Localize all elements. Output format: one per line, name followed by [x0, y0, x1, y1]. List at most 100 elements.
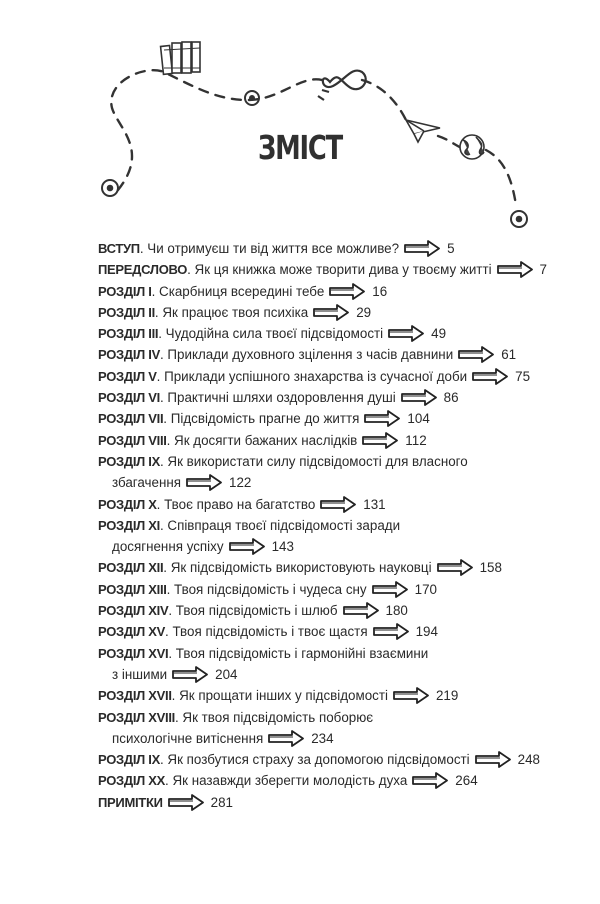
- infinity-icon: [317, 69, 367, 101]
- toc-entry-label: РОЗДІЛ XII: [98, 560, 164, 576]
- toc-entry-title: Скарбниця всередині тебе: [159, 283, 325, 299]
- toc-entry-continuation-text: досягнення успіху: [112, 539, 224, 555]
- toc-page-number: 170: [414, 581, 437, 597]
- toc-page-number: 204: [215, 666, 238, 682]
- toc-entry-title: Як ця книжка може творити дива у твоєму …: [194, 262, 492, 278]
- toc-entry: РОЗДІЛ VII. Підсвідомість прагне до житт…: [98, 410, 430, 428]
- toc-page-number: 112: [405, 432, 427, 448]
- toc-entry-title: Приклади успішного знахарства із сучасно…: [164, 368, 468, 384]
- toc-entry-title: Як позбутися страху за допомогою підсвід…: [167, 752, 470, 768]
- toc-entry: ПЕРЕДСЛОВО. Як ця книжка може творити ди…: [98, 261, 547, 279]
- toc-entry-title: Як назавжди зберегти молодість духа: [172, 773, 408, 789]
- toc-entry-title: Як використати силу підсвідомості для вл…: [167, 453, 468, 469]
- toc-entry-label: РОЗДІЛ І: [98, 283, 152, 299]
- toc-entry-label: РОЗДІЛ IX: [98, 752, 160, 768]
- toc-entry: РОЗДІЛ XVIII. Як твоя підсвідомість побо…: [98, 707, 568, 750]
- arrow-icon: [436, 559, 473, 577]
- toc-entry: РОЗДІЛ XIII. Твоя підсвідомість і чудеса…: [98, 580, 437, 598]
- toc-entry-label: РОЗДІЛ XIV: [98, 603, 169, 619]
- toc-entry-label: РОЗДІЛ ІІІ: [98, 326, 159, 342]
- toc-entry-continuation-text: з іншими: [112, 666, 168, 682]
- arrow-icon: [412, 772, 449, 790]
- toc-page-number: 61: [501, 347, 517, 363]
- toc-entry: РОЗДІЛ IX. Як позбутися страху за допомо…: [98, 751, 540, 769]
- arrow-icon: [388, 325, 425, 343]
- toc-entry-label: РОЗДІЛ IX: [98, 453, 160, 469]
- globe-icon: [459, 134, 485, 160]
- toc-page-number: 194: [415, 624, 438, 640]
- target-icon: [244, 90, 260, 106]
- toc-entry-continuation-text: збагачення: [112, 475, 182, 491]
- arrow-icon: [228, 538, 265, 556]
- arrow-icon: [393, 687, 429, 705]
- arrow-icon: [371, 580, 408, 598]
- toc-entry: РОЗДІЛ XI. Співпраця твоєї підсвідомості…: [98, 515, 568, 558]
- toc-entry: РОЗДІЛ VI. Практичні шляхи оздоровлення …: [98, 389, 459, 406]
- toc-entry-label: РОЗДІЛ XVIII: [98, 709, 175, 725]
- toc-entry-label: РОЗДІЛ VI: [98, 390, 160, 406]
- toc-entry-label: ПРИМІТКИ: [98, 794, 163, 810]
- toc-page-number: 86: [443, 390, 459, 406]
- arrow-icon: [167, 793, 204, 811]
- toc-entry-label: РОЗДІЛ XVI: [98, 645, 169, 661]
- toc-entry-label: РОЗДІЛ XVII: [98, 688, 172, 704]
- toc-page-number: 180: [385, 603, 408, 619]
- toc-entry-label: ВСТУП: [98, 241, 140, 256]
- toc-entry-title: Практичні шляхи оздоровлення душі: [167, 390, 396, 406]
- toc-entry-title: Твоя підсвідомість і твоє щастя: [172, 624, 368, 640]
- arrow-icon: [320, 495, 357, 513]
- arrow-icon: [313, 303, 350, 321]
- toc-entry-title: Співпраця твоєї підсвідомості заради: [167, 517, 401, 533]
- toc-entry-title: Підсвідомість прагне до життя: [170, 411, 360, 427]
- toc-entry: РОЗДІЛ V. Приклади успішного знахарства …: [98, 367, 531, 385]
- toc-entry-label: РОЗДІЛ VII: [98, 411, 164, 427]
- toc-entry-title: Твоє право на багатство: [164, 496, 316, 512]
- toc-entry: РОЗДІЛ XV. Твоя підсвідомість і твоє щас…: [98, 623, 438, 641]
- arrow-icon: [472, 367, 509, 385]
- toc-page-number: 281: [210, 794, 233, 810]
- toc-entry: РОЗДІЛ XII. Як підсвідомість використову…: [98, 559, 502, 577]
- toc-page-number: 29: [356, 304, 372, 320]
- toc-page-number: 5: [447, 241, 455, 256]
- toc-entry: РОЗДІЛ IX. Як використати силу підсвідом…: [98, 451, 568, 494]
- toc-entry-title: Чудодійна сила твоєї підсвідомості: [165, 326, 384, 342]
- paper-plane-icon: [404, 118, 441, 144]
- toc-entry-title: Як працює твоя психіка: [162, 304, 309, 320]
- toc-page-number: 7: [539, 262, 547, 278]
- toc-page-number: 49: [431, 326, 447, 342]
- toc-entry-label: РОЗДІЛ VIII: [98, 432, 167, 448]
- toc-entry: ВСТУП. Чи отримуєш ти від життя все можл…: [98, 240, 455, 257]
- target-icon: [101, 179, 119, 197]
- toc-entry-title: Чи отримуєш ти від життя все можливе?: [147, 241, 400, 256]
- toc-page-number: 248: [517, 752, 540, 768]
- toc-page-number: 75: [515, 368, 531, 384]
- arrow-icon: [474, 751, 511, 769]
- toc-entry: РОЗДІЛ IV. Приклади духовного зцілення з…: [98, 346, 517, 364]
- toc-entry-title: Твоя підсвідомість і чудеса сну: [174, 581, 367, 597]
- arrow-icon: [362, 431, 399, 449]
- arrow-icon: [496, 261, 533, 279]
- arrow-icon: [186, 474, 222, 492]
- toc-entry-label: РОЗДІЛ IV: [98, 347, 160, 363]
- toc-entry: РОЗДІЛ XVII. Як прощати інших у підсвідо…: [98, 687, 459, 705]
- books-icon: [159, 41, 201, 76]
- toc-entry-title: Як твоя підсвідомість поборює: [182, 709, 374, 725]
- toc-page-number: 16: [372, 283, 388, 299]
- toc-entry-label: РОЗДІЛ ІІ: [98, 304, 155, 320]
- toc-entry-title: Як прощати інших у підсвідомості: [179, 688, 388, 704]
- toc-entry-title: Приклади духовного зцілення з часів давн…: [167, 347, 454, 363]
- toc-entry-label: РОЗДІЛ V: [98, 368, 157, 384]
- arrow-icon: [458, 346, 495, 364]
- toc-entry-title: Як підсвідомість використовують науковці: [170, 560, 432, 576]
- toc-page-number: 234: [311, 730, 334, 746]
- arrow-icon: [404, 240, 440, 257]
- toc-list: ВСТУП. Чи отримуєш ти від життя все можл…: [98, 238, 568, 813]
- arrow-icon: [329, 282, 366, 300]
